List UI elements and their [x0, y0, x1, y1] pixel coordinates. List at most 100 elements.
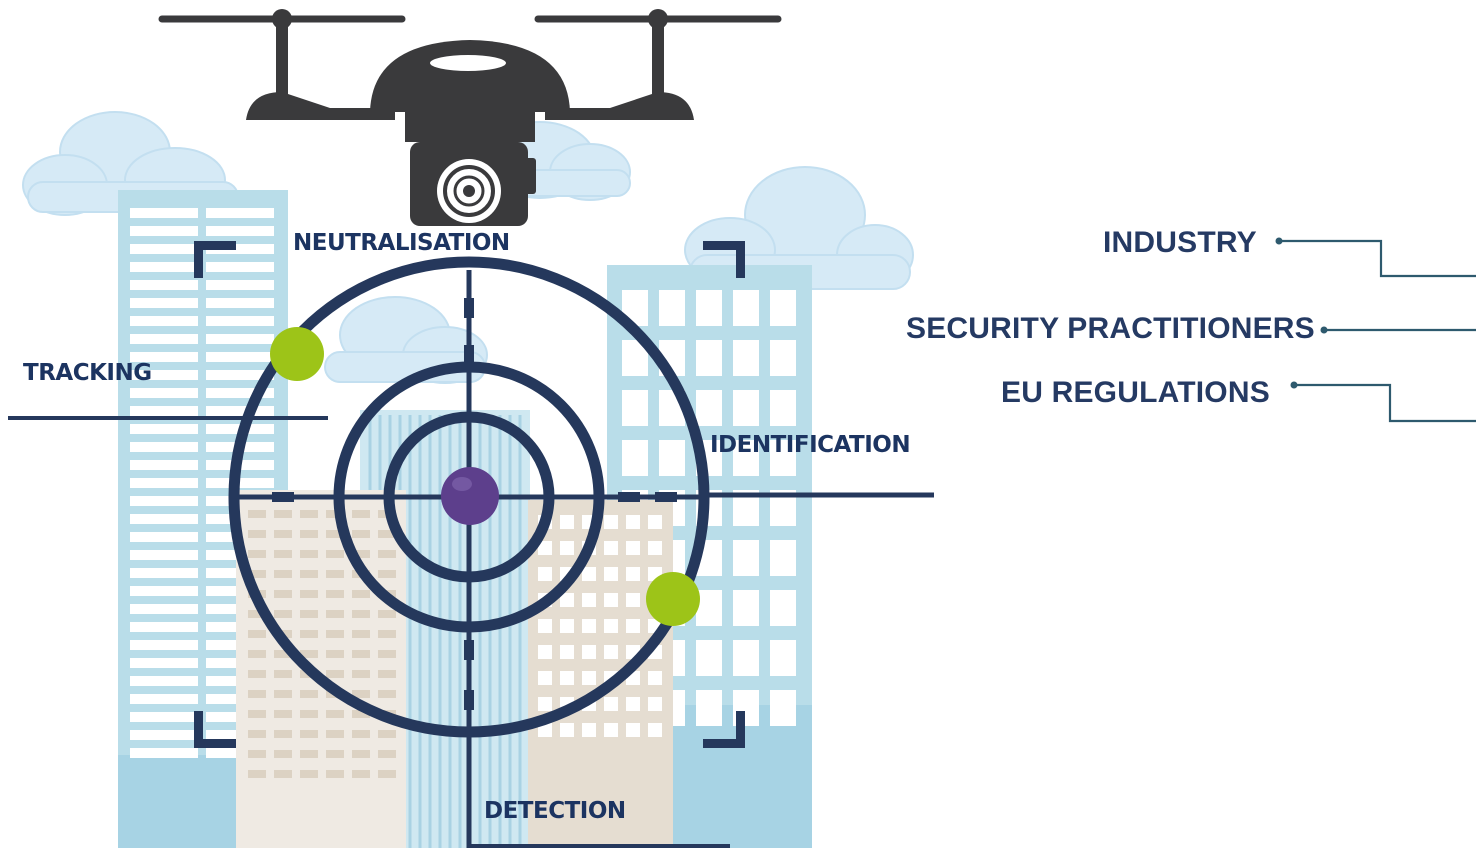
building-window — [560, 645, 574, 659]
stakeholder-industry: INDUSTRY — [1103, 226, 1257, 259]
building-window — [582, 645, 596, 659]
connector-dots — [1275, 237, 1328, 389]
building-window — [326, 750, 344, 758]
label-neutralisation: NEUTRALISATION — [293, 230, 510, 256]
building-window — [648, 697, 662, 711]
building-window — [378, 530, 396, 538]
building-window — [274, 550, 292, 558]
label-identification: IDENTIFICATION — [710, 432, 911, 458]
building-window — [626, 619, 640, 633]
building-window — [538, 541, 552, 555]
building-window — [130, 586, 198, 596]
building-window — [130, 694, 198, 704]
stakeholder-security-practitioners: SECURITY PRACTITIONERS — [906, 312, 1315, 345]
building-window — [274, 650, 292, 658]
building-window — [248, 570, 266, 578]
building-window — [352, 670, 370, 678]
building-window — [130, 514, 198, 524]
building-window — [300, 710, 318, 718]
building-window — [538, 567, 552, 581]
building-window — [560, 515, 574, 529]
building-window — [130, 424, 198, 434]
drone-icon — [158, 9, 782, 226]
building-window — [326, 570, 344, 578]
building-window — [326, 670, 344, 678]
building-window — [582, 723, 596, 737]
building-window — [352, 630, 370, 638]
building-window — [206, 244, 274, 254]
building-window — [378, 690, 396, 698]
building-window — [130, 532, 198, 542]
target-corner-brackets — [194, 241, 745, 748]
building-window — [626, 515, 640, 529]
building-window — [648, 515, 662, 529]
building-window — [378, 650, 396, 658]
building-window — [206, 334, 274, 344]
building-window — [130, 712, 198, 722]
building-window — [206, 316, 274, 326]
building-window — [206, 262, 274, 272]
building-window — [378, 570, 396, 578]
building-window — [326, 770, 344, 778]
building-window — [130, 460, 198, 470]
building-window — [130, 442, 198, 452]
building-window — [770, 340, 796, 376]
building-window — [274, 570, 292, 578]
building-window — [582, 567, 596, 581]
building-window — [626, 697, 640, 711]
marker-green-bottom-right — [646, 572, 700, 626]
building-window — [604, 567, 618, 581]
building-window — [300, 590, 318, 598]
building-window — [560, 541, 574, 555]
building-window — [130, 658, 198, 668]
building-window — [130, 208, 198, 218]
building-window — [352, 590, 370, 598]
building-window — [352, 770, 370, 778]
building-window — [560, 593, 574, 607]
building-window — [300, 750, 318, 758]
building-window — [378, 730, 396, 738]
building-window — [248, 530, 266, 538]
building-window — [130, 244, 198, 254]
building-window — [130, 568, 198, 578]
building-window — [248, 610, 266, 618]
stage-connector-lines — [8, 416, 730, 848]
building-window — [248, 710, 266, 718]
building-window — [733, 590, 759, 626]
building-window — [130, 262, 198, 272]
building-window — [130, 676, 198, 686]
building-window — [378, 610, 396, 618]
building-window — [626, 567, 640, 581]
building-window — [206, 352, 274, 362]
building-window — [248, 730, 266, 738]
building-window — [770, 290, 796, 326]
building-window — [130, 640, 198, 650]
building-window — [770, 440, 796, 476]
building-window — [248, 770, 266, 778]
building-window — [538, 671, 552, 685]
building-window — [696, 390, 722, 426]
building-window — [130, 748, 198, 758]
building-window — [604, 515, 618, 529]
building-window — [248, 550, 266, 558]
building-window — [326, 650, 344, 658]
building-window — [206, 226, 274, 236]
building-window — [130, 496, 198, 506]
building-window — [274, 530, 292, 538]
building-window — [130, 406, 198, 416]
building-window — [274, 710, 292, 718]
building-window — [130, 334, 198, 344]
building-window — [248, 750, 266, 758]
building-window — [248, 630, 266, 638]
building-window — [248, 650, 266, 658]
building-window — [130, 298, 198, 308]
building-window — [206, 208, 274, 218]
building-window — [206, 370, 274, 380]
building-window — [626, 723, 640, 737]
building-window — [538, 645, 552, 659]
building-window — [604, 723, 618, 737]
building-window — [206, 388, 274, 398]
building-window — [352, 530, 370, 538]
building-window — [130, 280, 198, 290]
